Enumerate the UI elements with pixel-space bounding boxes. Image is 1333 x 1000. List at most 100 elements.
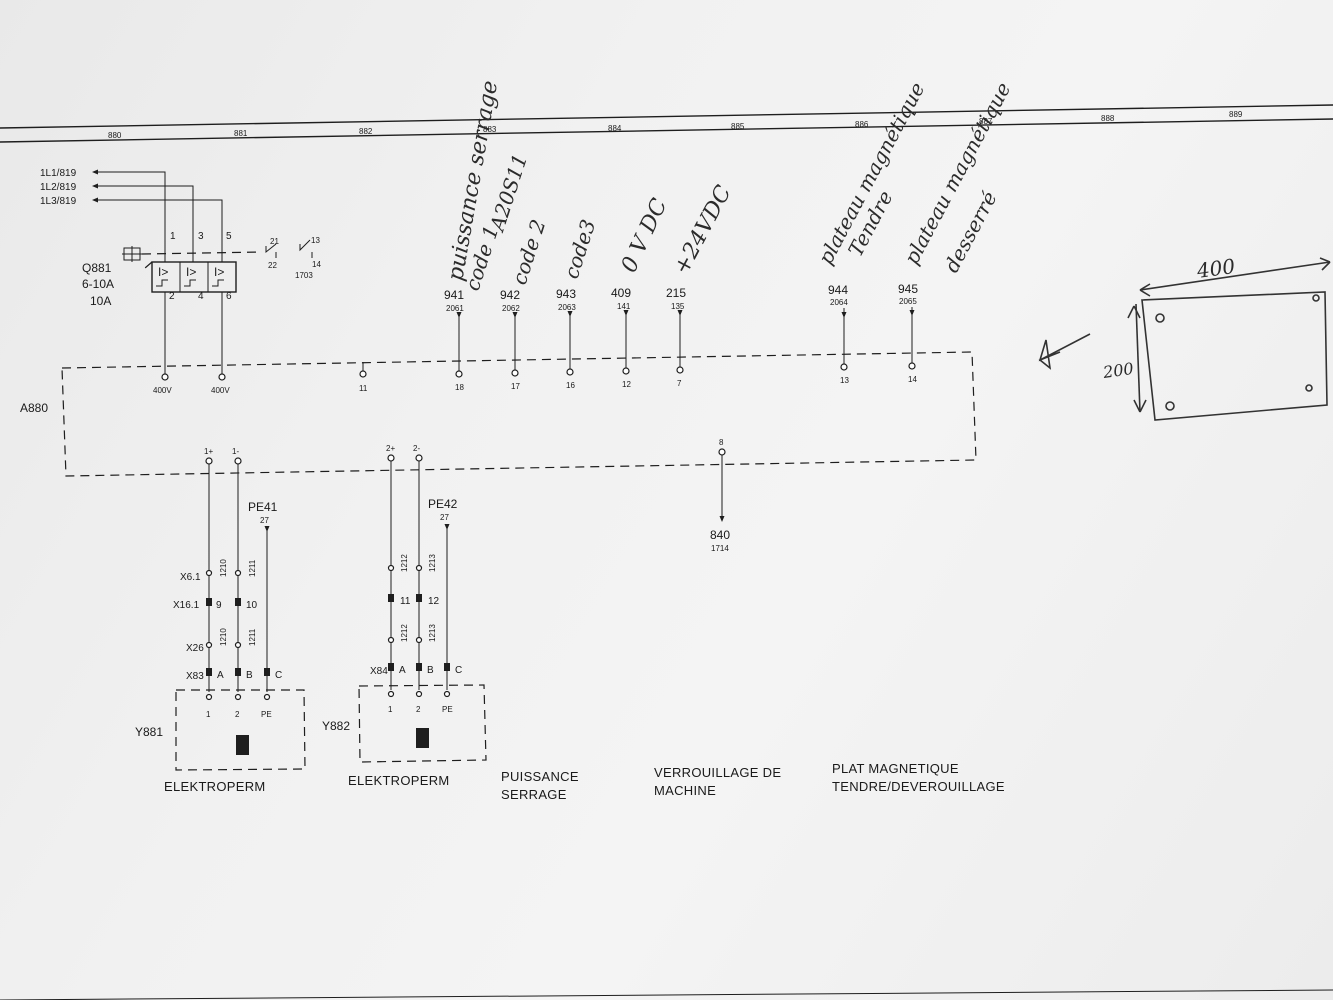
svg-text:2062: 2062 bbox=[502, 304, 520, 313]
svg-text:2: 2 bbox=[416, 705, 421, 714]
caption-plat-magnetique: PLAT MAGNETIQUE bbox=[832, 761, 959, 776]
svg-text:1211: 1211 bbox=[248, 628, 257, 646]
lock-terminal: 8 bbox=[719, 438, 724, 447]
note-code3: code3 bbox=[559, 216, 601, 281]
breaker-id: Q881 bbox=[82, 261, 112, 275]
caption-puissance: PUISSANCE bbox=[501, 769, 579, 784]
module-a880: A880 400V 400V 11 bbox=[20, 351, 977, 477]
svg-text:1: 1 bbox=[388, 705, 393, 714]
svg-text:A: A bbox=[399, 665, 406, 676]
svg-text:409: 409 bbox=[611, 286, 631, 300]
svg-text:14: 14 bbox=[908, 375, 917, 384]
column-884: 884 bbox=[608, 124, 622, 133]
signal-942: 942 2062 17 bbox=[500, 288, 520, 391]
column-header: 880 881 882 883 884 885 886 887 888 889 bbox=[0, 104, 1333, 143]
svg-text:13: 13 bbox=[840, 376, 849, 385]
svg-text:1213: 1213 bbox=[428, 554, 437, 572]
svg-text:215: 215 bbox=[666, 286, 686, 300]
y882-label: Y882 bbox=[322, 719, 350, 733]
column-886: 886 bbox=[855, 120, 869, 129]
terminal-400v-2: 400V bbox=[211, 386, 230, 395]
column-887: 887 bbox=[979, 117, 993, 126]
x26-label: X26 bbox=[186, 643, 204, 654]
svg-text:17: 17 bbox=[511, 382, 520, 391]
terminal-400v-1: 400V bbox=[153, 386, 172, 395]
column-881: 881 bbox=[234, 129, 248, 138]
supply-label-l1: 1L1/819 bbox=[40, 168, 77, 179]
y881-caption: ELEKTROPERM bbox=[164, 779, 266, 794]
lock-wire: 840 bbox=[710, 528, 730, 542]
svg-text:B: B bbox=[246, 670, 253, 681]
svg-text:1212: 1212 bbox=[400, 624, 409, 642]
plate-sketch: 400 200 bbox=[1038, 254, 1331, 421]
pe42-num: 27 bbox=[440, 513, 449, 522]
coil-1-wiring: 1+ 1- PE41 27 X6.1 1210 1211 X16.1 9 10 … bbox=[135, 447, 306, 794]
svg-text:12: 12 bbox=[428, 596, 440, 607]
terminal-2minus: 2- bbox=[413, 444, 420, 453]
note-0vdc: 0 V DC bbox=[617, 195, 673, 277]
pole-top-5: 5 bbox=[226, 231, 232, 242]
dim-height: 200 bbox=[1101, 359, 1135, 382]
column-889: 889 bbox=[1229, 110, 1243, 119]
terminal-1minus: 1- bbox=[232, 447, 239, 456]
aux-14: 14 bbox=[312, 260, 321, 269]
column-885: 885 bbox=[731, 122, 745, 131]
svg-text:942: 942 bbox=[500, 288, 520, 302]
breaker-setting: 10A bbox=[90, 294, 111, 308]
svg-text:1213: 1213 bbox=[428, 624, 437, 642]
svg-text:943: 943 bbox=[556, 287, 576, 301]
module-id: A880 bbox=[20, 401, 48, 415]
svg-text:I>: I> bbox=[158, 265, 168, 279]
signal-941: 941 2061 18 bbox=[444, 288, 464, 392]
svg-text:2: 2 bbox=[235, 710, 240, 719]
direction-arrow-icon bbox=[1038, 333, 1091, 370]
handwritten-notes: puissance serrage A20S11 code 1 code 2 c… bbox=[443, 78, 1015, 293]
svg-text:7: 7 bbox=[677, 379, 682, 388]
svg-text:B: B bbox=[427, 665, 434, 676]
svg-text:1211: 1211 bbox=[248, 559, 257, 577]
svg-text:9: 9 bbox=[216, 600, 222, 611]
column-882: 882 bbox=[359, 127, 373, 136]
aux-21: 21 bbox=[270, 237, 279, 246]
svg-text:2064: 2064 bbox=[830, 298, 848, 307]
x83-label: X83 bbox=[186, 671, 204, 682]
svg-text:944: 944 bbox=[828, 283, 848, 297]
dim-width: 400 bbox=[1194, 254, 1236, 283]
signal-943: 943 2063 16 bbox=[556, 287, 576, 390]
note-24vdc: +24VDC bbox=[669, 181, 737, 278]
page-edge bbox=[0, 989, 1333, 1000]
breaker-range: 6-10A bbox=[82, 277, 114, 291]
svg-text:2061: 2061 bbox=[446, 304, 464, 313]
pole-bottom-4: 4 bbox=[198, 291, 204, 302]
pe42-label: PE42 bbox=[428, 497, 458, 511]
svg-text:10: 10 bbox=[246, 600, 258, 611]
svg-text:12: 12 bbox=[622, 380, 631, 389]
svg-text:141: 141 bbox=[617, 302, 631, 311]
supply-lines: 1L1/819 1L2/819 1L3/819 bbox=[40, 168, 223, 262]
svg-text:C: C bbox=[275, 670, 282, 681]
x6-label: X6.1 bbox=[180, 572, 201, 583]
coil-2-wiring: 2+ 2- PE42 27 1212 1213 11 12 1212 1213 … bbox=[322, 444, 487, 788]
terminal-11: 11 bbox=[359, 384, 368, 393]
svg-text:16: 16 bbox=[566, 381, 575, 390]
pe41-label: PE41 bbox=[248, 500, 278, 514]
svg-text:I>: I> bbox=[186, 265, 196, 279]
svg-text:135: 135 bbox=[671, 302, 685, 311]
aux-ref: 1703 bbox=[295, 271, 313, 280]
x84-label: X84 bbox=[370, 666, 388, 677]
pole-bottom-6: 6 bbox=[226, 291, 232, 302]
svg-text:2063: 2063 bbox=[558, 303, 576, 312]
caption-tendre-deverouillage: TENDRE/DEVEROUILLAGE bbox=[832, 779, 1005, 794]
aux-13: 13 bbox=[311, 236, 320, 245]
signal-945: 945 2065 14 bbox=[898, 282, 918, 384]
signal-944: 944 2064 13 bbox=[828, 283, 849, 385]
terminal-2plus: 2+ bbox=[386, 444, 395, 453]
signal-409: 409 141 12 bbox=[611, 286, 631, 389]
signal-wires: 941 2061 18 942 2062 17 943 2063 16 409 … bbox=[444, 282, 918, 392]
caption-verrouillage: VERROUILLAGE DE bbox=[654, 765, 781, 780]
caption-machine: MACHINE bbox=[654, 783, 716, 798]
column-888: 888 bbox=[1101, 114, 1115, 123]
pole-bottom-2: 2 bbox=[169, 291, 175, 302]
svg-text:1210: 1210 bbox=[219, 628, 228, 646]
